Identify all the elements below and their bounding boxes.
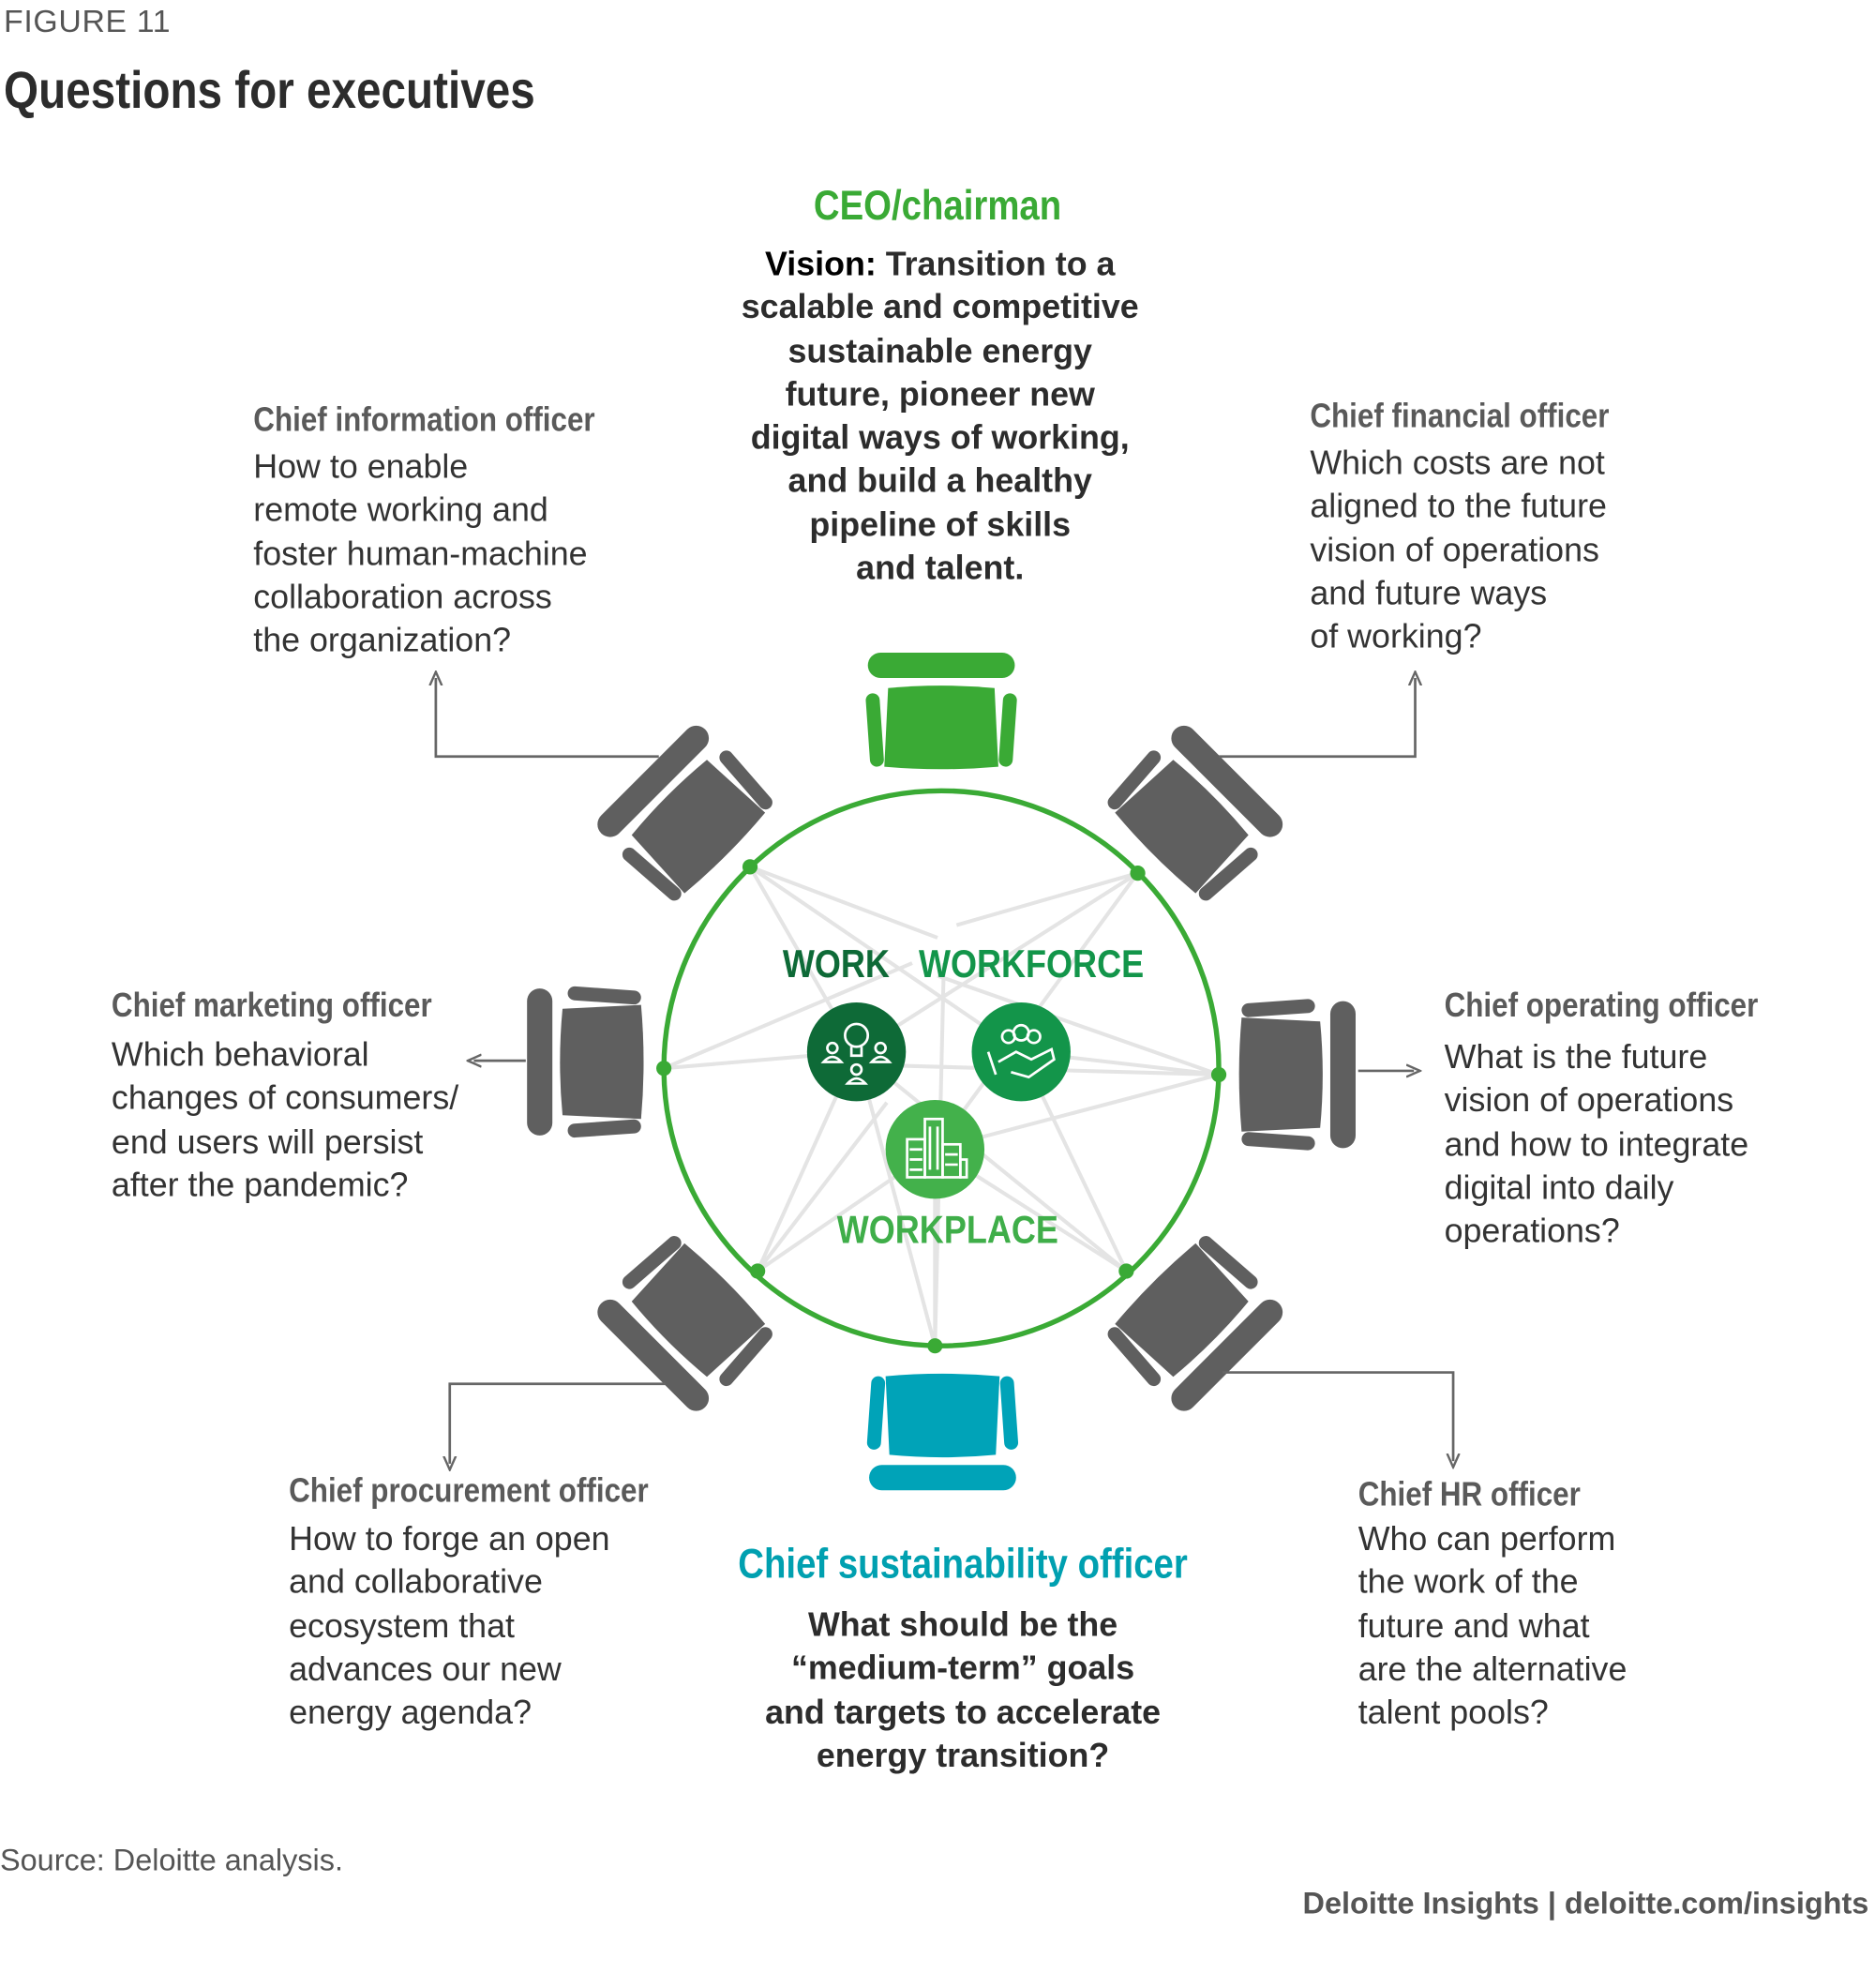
question-line: What is the future <box>1444 1037 1708 1077</box>
chair-cpo <box>590 1227 781 1419</box>
chro-question: Who can perform the work of the future and… <box>1358 1517 1628 1735</box>
chair-cio <box>590 718 781 909</box>
question-line: remote working and <box>253 490 548 529</box>
question-line: end users will persist <box>111 1122 424 1161</box>
question-line: talent pools? <box>1358 1693 1549 1732</box>
question-line: collaboration across <box>253 578 552 616</box>
question-line: and future ways <box>1310 574 1548 612</box>
question-line: foster human-machine <box>253 534 588 573</box>
workplace-icon <box>885 1100 985 1199</box>
question-line: the work of the <box>1358 1562 1579 1602</box>
question-line: future and what <box>1358 1606 1590 1645</box>
cmo-block: Chief marketing officer Which behavioral… <box>112 986 484 1206</box>
label-work: WORK <box>782 941 890 986</box>
page-title: Questions for executives <box>4 60 535 120</box>
question-line: How to forge an open <box>289 1519 610 1558</box>
cfo-question: Which costs are not aligned to the future… <box>1310 441 1658 658</box>
question-line: How to enable <box>253 447 469 486</box>
cfo-block: Chief financial officer Which costs are … <box>1310 397 1658 658</box>
vision-line: sustainable energy <box>788 331 1092 370</box>
work-icon <box>806 1002 907 1102</box>
question-line: Which costs are not <box>1310 443 1605 482</box>
question-line: and how to integrate <box>1444 1124 1749 1164</box>
vision-line: future, pioneer new <box>785 374 1095 414</box>
cpo-role: Chief procurement officer <box>289 1470 649 1510</box>
figure-label: FIGURE 11 <box>4 4 172 39</box>
footer-credit: Deloitte Insights | deloitte.com/insight… <box>1302 1887 1869 1921</box>
source-note: Source: Deloitte analysis. <box>0 1844 343 1878</box>
ceo-vision: Vision: Transition to a scalable and com… <box>742 242 1139 590</box>
question-line: advances our new <box>289 1649 562 1688</box>
chair-coo <box>1238 998 1356 1152</box>
question-line: and collaborative <box>289 1562 543 1602</box>
question-line: “medium-term” goals <box>790 1649 1135 1688</box>
chair-cmo <box>527 986 644 1138</box>
question-line: changes of consumers/ <box>111 1078 459 1117</box>
chair-chro <box>1100 1227 1290 1419</box>
question-line: after the pandemic? <box>111 1166 409 1204</box>
cio-block: Chief information officer How to enable r… <box>253 400 651 662</box>
coo-block: Chief operating officer What is the futu… <box>1445 986 1809 1252</box>
workforce-icon <box>971 1002 1071 1102</box>
cio-role: Chief information officer <box>253 400 595 439</box>
vision-line: and talent. <box>856 549 1025 587</box>
cio-question: How to enable remote working and foster hu… <box>253 444 651 662</box>
connector-arrows <box>436 678 1453 1464</box>
question-line: digital into daily <box>1444 1167 1674 1207</box>
question-line: ecosystem that <box>289 1606 515 1645</box>
question-line: the organization? <box>253 621 512 659</box>
question-line: operations? <box>1444 1212 1620 1250</box>
question-line: and targets to accelerate <box>765 1692 1162 1731</box>
cso-role: Chief sustainability officer <box>738 1539 1188 1587</box>
question-line: Who can perform <box>1358 1519 1616 1558</box>
cmo-question: Which behavioral changes of consumers/end… <box>112 1032 484 1206</box>
vision-line: Transition to a <box>876 244 1116 283</box>
ceo-role: CEO/chairman <box>813 181 1062 229</box>
cpo-block: Chief procurement officer How to forge a… <box>289 1471 707 1734</box>
label-workforce: WORKFORCE <box>918 941 1145 986</box>
vision-line: and build a healthy <box>788 461 1092 501</box>
cfo-role: Chief financial officer <box>1310 396 1610 435</box>
cpo-question: How to forge an open and collaborative eco… <box>289 1517 707 1735</box>
vision-line: digital ways of working, <box>750 418 1130 457</box>
chair-ceo <box>864 652 1018 770</box>
question-line: vision of operations <box>1444 1081 1734 1120</box>
question-line: What should be the <box>807 1605 1118 1644</box>
question-line: of working? <box>1310 617 1482 655</box>
question-line: Which behavioral <box>111 1035 369 1074</box>
chro-role: Chief HR officer <box>1358 1475 1581 1514</box>
question-line: energy agenda? <box>289 1693 532 1732</box>
question-line: are the alternative <box>1358 1649 1628 1688</box>
chair-cso <box>866 1373 1019 1491</box>
cso-question: What should be the “medium-term” goals and… <box>765 1604 1161 1777</box>
question-line: vision of operations <box>1310 530 1599 569</box>
vision-line: scalable and competitive <box>741 288 1139 326</box>
vision-line: pipeline of skills <box>809 505 1072 544</box>
coo-role: Chief operating officer <box>1444 986 1759 1024</box>
question-line: aligned to the future <box>1310 487 1607 525</box>
vision-label: Vision: <box>765 244 877 283</box>
question-line: energy transition? <box>816 1736 1110 1774</box>
table-nodes <box>656 859 1227 1354</box>
coo-question: What is the future vision of operations an… <box>1445 1035 1809 1253</box>
cmo-role: Chief marketing officer <box>111 986 432 1024</box>
chro-block: Chief HR officer Who can perform the work… <box>1358 1475 1628 1734</box>
web-lines <box>663 865 1220 1347</box>
label-workplace: WORKPLACE <box>836 1207 1058 1253</box>
